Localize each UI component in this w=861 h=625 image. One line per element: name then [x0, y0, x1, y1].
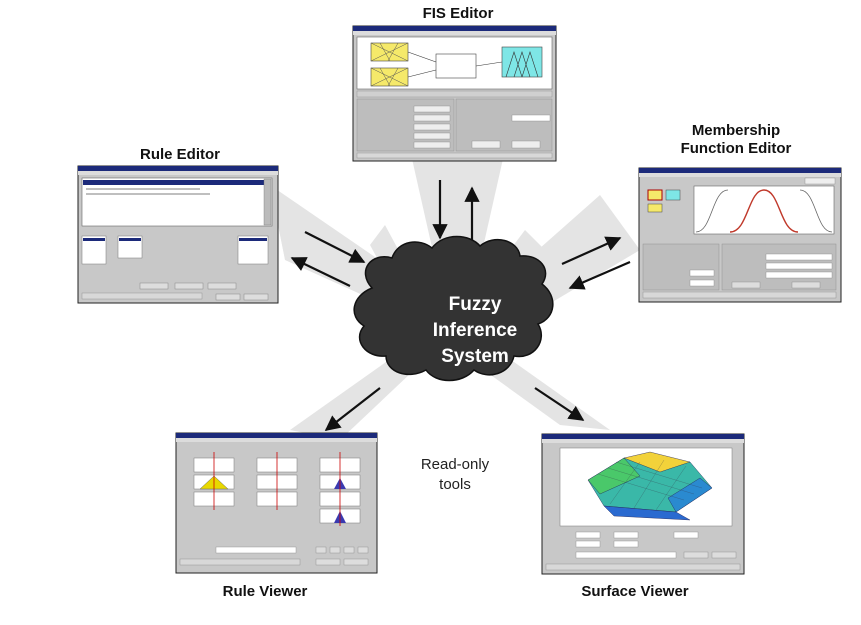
arrow-system-to-mf [561, 236, 622, 266]
read-only-note-line1: Read-only [420, 456, 490, 473]
arrow-system-to-rule [290, 257, 351, 287]
fis-editor-window [352, 25, 557, 162]
fis-editor-label: FIS Editor [422, 5, 494, 22]
cloud-title: Fuzzy Inference System [385, 292, 565, 370]
rule-viewer-window [175, 432, 378, 574]
rule-editor-label: Rule Editor [139, 146, 220, 163]
rule-editor-window [77, 165, 279, 304]
ray-top [410, 150, 505, 305]
cloud-title-line2: Inference [432, 320, 518, 341]
fis-rule-block [435, 53, 477, 79]
mf-editor-label-line2: Function Editor [680, 140, 792, 157]
mf-editor-label: Membership Function Editor [636, 122, 836, 158]
cloud-title-line1: Fuzzy [448, 294, 502, 315]
arrow-rule-to-system [304, 231, 366, 263]
mf-editor-label-line1: Membership [691, 122, 781, 139]
cloud-title-line3: System [441, 346, 509, 367]
arrow-mf-to-system [568, 260, 631, 290]
read-only-note: Read-only tools [395, 455, 515, 495]
fis-cloud-shape [353, 235, 554, 382]
mf-editor-window [638, 167, 842, 303]
arrow-to-surface-viewer [534, 387, 585, 421]
surface-viewer-window [541, 433, 745, 575]
read-only-note-line2: tools [439, 476, 471, 493]
rule-viewer-label: Rule Viewer [222, 583, 308, 600]
surface-viewer-label: Surface Viewer [581, 583, 689, 600]
arrow-group [290, 180, 631, 431]
arrow-to-rule-viewer [324, 387, 381, 431]
